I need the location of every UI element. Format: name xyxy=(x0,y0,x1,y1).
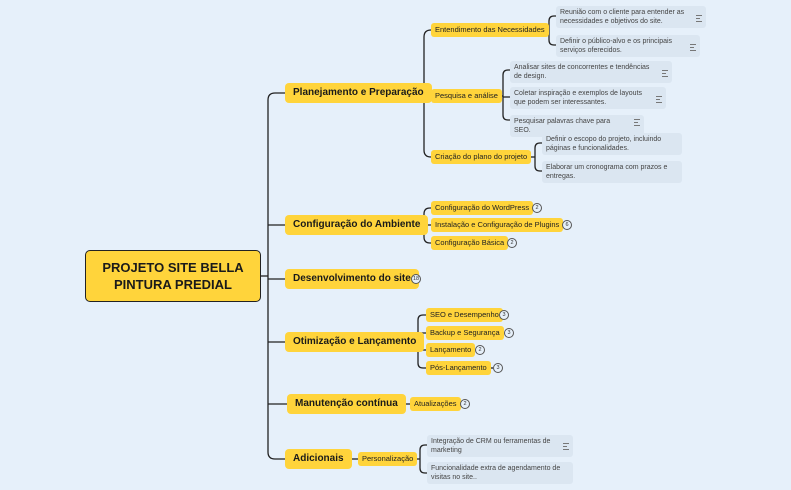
leaf-text: Integração de CRM ou ferramentas de mark… xyxy=(431,438,551,454)
leaf-text: Analisar sites de concorrentes e tendênc… xyxy=(514,64,650,80)
leaf-seo-palavras[interactable]: Pesquisar palavras chave para SEO. xyxy=(510,115,644,137)
topic-backup[interactable]: Backup e Segurança xyxy=(426,326,504,340)
branch-manutencao[interactable]: Manutenção contínua xyxy=(287,394,406,414)
count-badge[interactable]: 3 xyxy=(499,310,509,320)
root-node[interactable]: PROJETO SITE BELLA PINTURA PREDIAL xyxy=(85,250,261,302)
note-icon[interactable] xyxy=(690,44,696,51)
note-icon[interactable] xyxy=(696,15,702,22)
topic-pesquisa[interactable]: Pesquisa e análise xyxy=(431,89,502,103)
count-badge[interactable]: 2 xyxy=(460,399,470,409)
branch-desenvolvimento[interactable]: Desenvolvimento do site xyxy=(285,269,419,289)
leaf-text: Elaborar um cronograma com prazos e entr… xyxy=(546,164,668,180)
connector-b1-c3 xyxy=(423,149,432,158)
note-icon[interactable] xyxy=(563,443,569,450)
count-badge[interactable]: 2 xyxy=(475,345,485,355)
topic-wordpress[interactable]: Configuração do WordPress xyxy=(431,201,534,215)
leaf-text: Pesquisar palavras chave para SEO. xyxy=(514,118,611,134)
topic-pos-lancamento[interactable]: Pós-Lançamento xyxy=(426,361,491,375)
branch-configuracao[interactable]: Configuração do Ambiente xyxy=(285,215,429,235)
topic-plano[interactable]: Criação do plano do projeto xyxy=(431,150,532,164)
leaf-cronograma[interactable]: Elaborar um cronograma com prazos e entr… xyxy=(542,161,682,183)
connector-branch-1 xyxy=(267,92,285,101)
count-badge[interactable]: 18 xyxy=(411,274,421,284)
count-badge[interactable]: 2 xyxy=(507,238,517,248)
topic-atualizacoes[interactable]: Atualizações xyxy=(410,397,461,411)
branch-planejamento[interactable]: Planejamento e Preparação xyxy=(285,83,432,103)
connector-branch-6 xyxy=(267,451,285,460)
topic-entendimento[interactable]: Entendimento das Necessidades xyxy=(431,23,549,37)
count-badge[interactable]: 6 xyxy=(562,220,572,230)
leaf-crm[interactable]: Integração de CRM ou ferramentas de mark… xyxy=(427,435,573,457)
connector-b1-c1 xyxy=(423,29,432,38)
count-badge[interactable]: 3 xyxy=(493,363,503,373)
leaf-escopo[interactable]: Definir o escopo do projeto, incluindo p… xyxy=(542,133,682,155)
leaf-inspiracao[interactable]: Coletar inspiração e exemplos de layouts… xyxy=(510,87,666,109)
leaf-concorrentes[interactable]: Analisar sites de concorrentes e tendênc… xyxy=(510,61,672,83)
branch-otimizacao[interactable]: Otimização e Lançamento xyxy=(285,332,425,352)
leaf-agendamento[interactable]: Funcionalidade extra de agendamento de v… xyxy=(427,462,573,484)
count-badge[interactable]: 2 xyxy=(532,203,542,213)
note-icon[interactable] xyxy=(656,96,662,103)
topic-lancamento[interactable]: Lançamento xyxy=(426,343,476,357)
topic-plugins[interactable]: Instalação e Configuração de Plugins xyxy=(431,218,564,232)
topic-seo[interactable]: SEO e Desempenho xyxy=(426,308,503,322)
leaf-text: Funcionalidade extra de agendamento de v… xyxy=(431,465,561,481)
leaf-text: Coletar inspiração e exemplos de layouts… xyxy=(514,90,643,106)
note-icon[interactable] xyxy=(634,119,640,126)
count-badge[interactable]: 3 xyxy=(504,328,514,338)
leaf-text: Reunião com o cliente para entender as n… xyxy=(560,9,685,25)
topic-personalizacao[interactable]: Personalização xyxy=(358,452,418,466)
leaf-publico[interactable]: Definir o público-alvo e os principais s… xyxy=(556,35,700,57)
note-icon[interactable] xyxy=(662,70,668,77)
leaf-text: Definir o público-alvo e os principais s… xyxy=(560,38,673,54)
branch-adicionais[interactable]: Adicionais xyxy=(285,449,352,469)
leaf-text: Definir o escopo do projeto, incluindo p… xyxy=(546,136,662,152)
leaf-reuniao[interactable]: Reunião com o cliente para entender as n… xyxy=(556,6,706,28)
topic-configuracao-basica[interactable]: Configuração Básica xyxy=(431,236,509,250)
